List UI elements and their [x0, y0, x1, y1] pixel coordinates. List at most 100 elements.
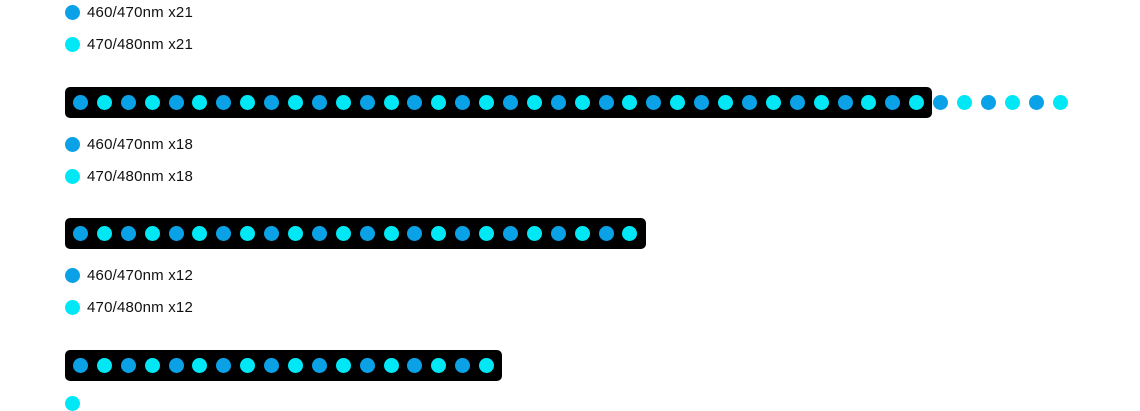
legend-label: 470/480nm x12	[87, 298, 194, 316]
led-blue-icon	[1028, 95, 1044, 110]
led-blue-icon	[407, 226, 423, 241]
legend-label: 470/480nm x18	[87, 167, 194, 185]
led-cyan-icon	[383, 226, 399, 241]
led-blue-icon	[694, 95, 710, 110]
led-cyan-icon	[240, 226, 256, 241]
led-cyan-icon	[479, 358, 495, 373]
led-blue-icon	[311, 95, 327, 110]
led-blue-icon	[311, 358, 327, 373]
legend-blue-dot-icon	[65, 136, 80, 152]
led-cyan-icon	[909, 95, 925, 110]
led-blue-icon	[598, 95, 614, 110]
led-strip-long	[65, 87, 1068, 118]
led-cyan-icon	[574, 95, 590, 110]
led-blue-icon	[216, 226, 232, 241]
led-strip-short	[65, 350, 502, 381]
led-blue-icon	[120, 226, 136, 241]
led-blue-icon	[455, 358, 471, 373]
led-cyan-icon	[431, 358, 447, 373]
legend-label: 460/470nm x18	[87, 135, 194, 153]
led-blue-icon	[837, 95, 853, 110]
led-cyan-icon	[622, 226, 638, 241]
led-cyan-icon	[1004, 95, 1020, 110]
led-strip-medium	[65, 218, 646, 249]
legend-cyan-dot-icon	[65, 299, 80, 315]
legend-item-blue: 460/470nm x18	[65, 134, 193, 154]
led-cyan-icon	[431, 226, 447, 241]
led-cyan-icon	[96, 95, 112, 110]
led-cyan-icon	[96, 358, 112, 373]
led-cyan-icon	[144, 226, 160, 241]
led-blue-icon	[120, 95, 136, 110]
led-cyan-icon	[574, 226, 590, 241]
led-cyan-icon	[526, 226, 542, 241]
led-blue-icon	[216, 358, 232, 373]
led-cyan-icon	[240, 95, 256, 110]
led-cyan-icon	[383, 95, 399, 110]
led-cyan-icon	[956, 95, 972, 110]
legend-cyan-dot-icon	[65, 396, 80, 411]
led-blue-icon	[264, 95, 280, 110]
legend-item-blue: 460/470nm x21	[65, 2, 193, 22]
led-blue-icon	[741, 95, 757, 110]
led-cyan-icon	[479, 95, 495, 110]
legend-blue-dot-icon	[65, 4, 80, 20]
led-blue-icon	[550, 95, 566, 110]
led-cyan-icon	[431, 95, 447, 110]
led-cyan-icon	[96, 226, 112, 241]
led-blue-icon	[311, 226, 327, 241]
led-cyan-icon	[718, 95, 734, 110]
legend-blue-dot-icon	[65, 267, 80, 283]
led-blue-icon	[455, 95, 471, 110]
led-blue-icon	[168, 95, 184, 110]
legend-label: 460/470nm x21	[87, 3, 194, 21]
led-blue-icon	[789, 95, 805, 110]
led-cyan-icon	[144, 358, 160, 373]
led-blue-icon	[503, 226, 519, 241]
legend-label: 470/480nm x21	[87, 35, 194, 53]
led-blue-icon	[73, 358, 88, 373]
led-cyan-icon	[526, 95, 542, 110]
led-blue-icon	[216, 95, 232, 110]
led-cyan-icon	[192, 358, 208, 373]
led-blue-icon	[550, 226, 566, 241]
led-blue-icon	[73, 226, 88, 241]
led-blue-icon	[933, 95, 949, 110]
led-blue-icon	[598, 226, 614, 241]
legend-label: 460/470nm x12	[87, 266, 194, 284]
led-cyan-icon	[192, 226, 208, 241]
led-cyan-icon	[479, 226, 495, 241]
led-cyan-icon	[335, 226, 351, 241]
legend-item-cyan: 470/480nm x18	[65, 166, 193, 186]
led-blue-icon	[455, 226, 471, 241]
led-cyan-icon	[240, 358, 256, 373]
led-cyan-icon	[144, 95, 160, 110]
legend-cyan-dot-icon	[65, 168, 80, 184]
legend-item-cyan: 470/480nm x12	[65, 297, 193, 317]
led-cyan-icon	[288, 226, 304, 241]
led-cyan-icon	[288, 95, 304, 110]
legend-item-cyan: 470/480nm x21	[65, 34, 193, 54]
legend-item-blue: 460/470nm x12	[65, 265, 193, 285]
led-blue-icon	[73, 95, 88, 110]
led-cyan-icon	[192, 95, 208, 110]
led-cyan-icon	[622, 95, 638, 110]
led-blue-icon	[646, 95, 662, 110]
led-cyan-icon	[670, 95, 686, 110]
led-blue-icon	[120, 358, 136, 373]
led-blue-icon	[503, 95, 519, 110]
led-blue-icon	[980, 95, 996, 110]
led-cyan-icon	[813, 95, 829, 110]
led-blue-icon	[264, 358, 280, 373]
led-blue-icon	[407, 358, 423, 373]
led-cyan-icon	[288, 358, 304, 373]
led-blue-icon	[168, 358, 184, 373]
legend-cyan-dot-icon	[65, 36, 80, 52]
led-blue-icon	[359, 226, 375, 241]
led-blue-icon	[407, 95, 423, 110]
led-blue-icon	[359, 358, 375, 373]
led-cyan-icon	[861, 95, 877, 110]
led-cyan-icon	[765, 95, 781, 110]
led-blue-icon	[168, 226, 184, 241]
led-cyan-icon	[383, 358, 399, 373]
